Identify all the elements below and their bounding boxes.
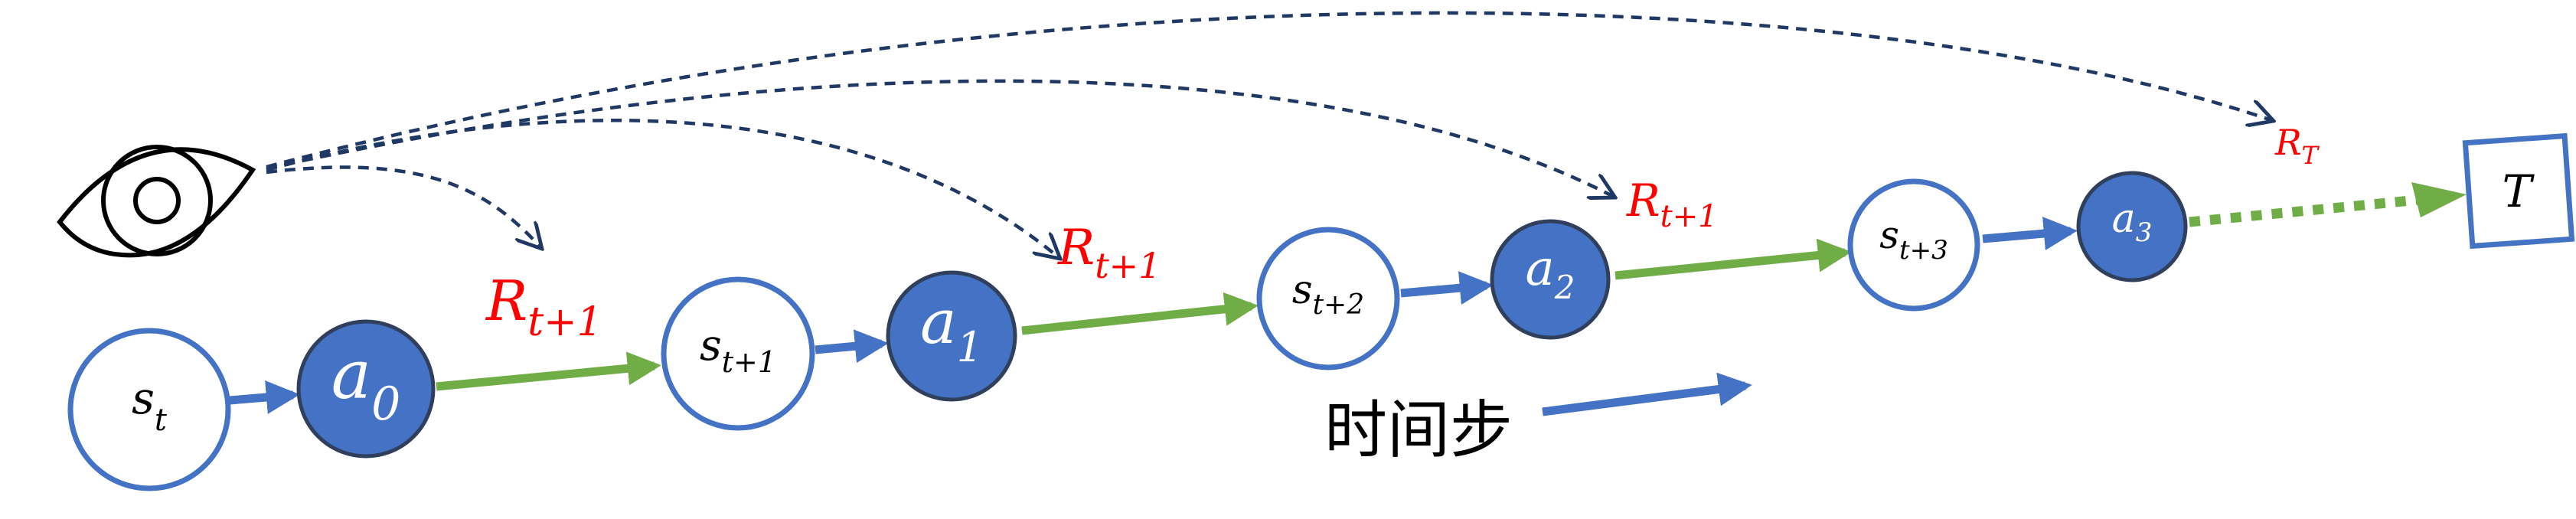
timestep-label: 时间步 [1324,394,1513,467]
dashed-arc-r3 [266,79,1615,197]
timestep-arrow [1542,372,1752,416]
transition-arrow-0 [436,351,661,391]
action-label-a2: a2 [1526,240,1575,306]
action-arrow-1 [815,329,889,364]
reward-label-2: Rt+1 [1057,220,1161,286]
state-label-st2: st+2 [1292,267,1364,321]
state-node-st2 [1256,227,1400,370]
reward-label-1: Rt+1 [485,269,602,345]
action-node-a3 [2076,171,2188,282]
transition-arrow-terminal [2189,194,2427,227]
eye-icon [57,145,256,258]
action-node-a1 [886,270,1017,402]
state-node-st3 [1847,178,1980,312]
action-node-a2 [1490,219,1611,340]
action-label-a0: a0 [331,335,401,431]
action-node-a0 [296,319,436,459]
state-label-st1: st+1 [700,321,776,379]
action-arrow-3 [1982,217,2078,250]
terminal-node [2462,132,2575,250]
transition-arrow-1 [1021,292,1259,335]
reward-label-4: RT [2274,122,2320,170]
action-arrow-2 [1400,271,1494,305]
terminal-arrowhead [2411,182,2467,217]
dashed-arc-r4 [266,11,2274,169]
terminal-label: T [2503,165,2535,217]
dashed-arc-r2 [266,119,1060,259]
action-label-a1: a1 [920,286,983,371]
reward-label-3: Rt+1 [1626,175,1718,234]
state-node-st1 [661,276,815,431]
transition-arrow-2 [1614,238,1852,280]
action-label-a3: a3 [2112,196,2153,248]
state-label-st: st [132,372,168,438]
action-arrow-0 [229,380,300,414]
state-label-st3: st+3 [1879,213,1948,266]
dashed-arc-r1 [266,165,542,249]
state-node-st [67,328,231,491]
